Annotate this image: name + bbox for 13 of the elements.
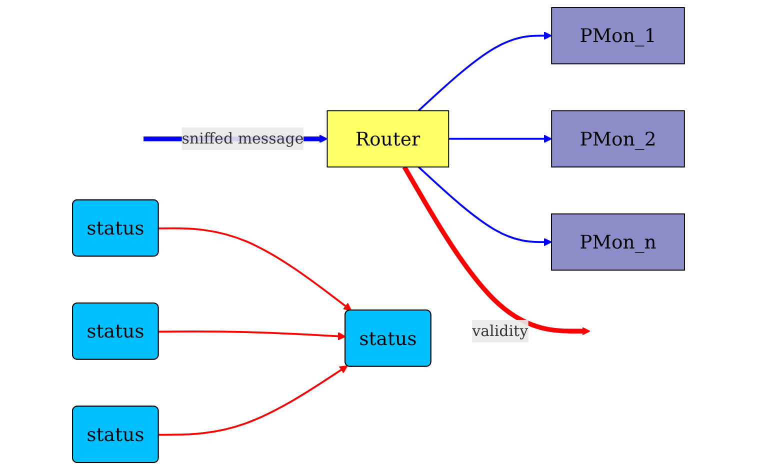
node-box: PMon_n xyxy=(551,213,685,271)
arrow xyxy=(448,134,552,143)
node-box: Router xyxy=(326,110,450,168)
arrow xyxy=(158,227,352,311)
arrow xyxy=(418,166,552,246)
node-box: PMon_2 xyxy=(551,110,685,168)
arrow xyxy=(158,330,346,340)
node-box: PMon_1 xyxy=(551,7,685,64)
arrow xyxy=(418,32,552,112)
edge-label: sniffed message xyxy=(182,129,304,148)
arrow xyxy=(402,166,590,336)
edge-label: validity xyxy=(472,322,528,340)
arrow xyxy=(158,365,348,436)
